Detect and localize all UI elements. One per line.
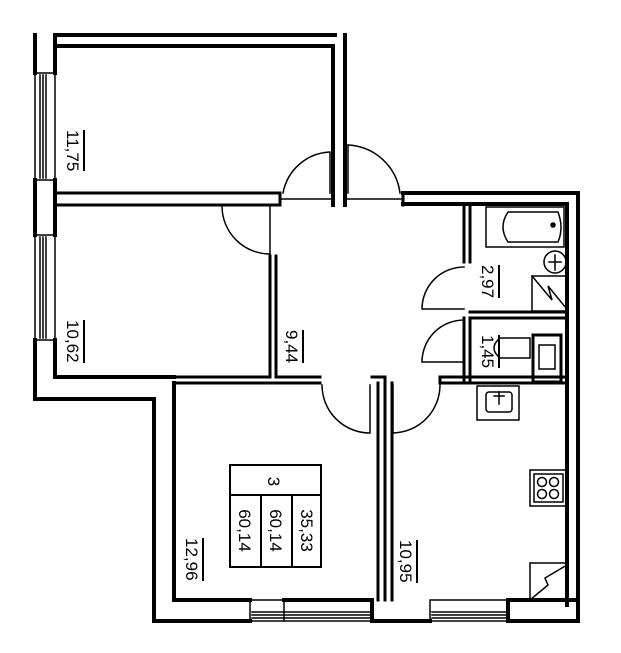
apartment-summary-table: 3 60,14 60,14 35,33 <box>229 464 322 568</box>
summary-room-count: 3 <box>264 476 284 487</box>
sink-icon <box>543 250 567 274</box>
kitchen-sink-icon <box>476 385 520 421</box>
area-label-bathroom: 2,97 <box>478 265 500 299</box>
summary-cell-2: 60,14 <box>262 496 293 568</box>
doors <box>221 144 465 434</box>
summary-value-2: 60,14 <box>265 509 285 552</box>
area-label-living-room: 12,96 <box>182 538 204 581</box>
toilet-icon <box>493 337 531 359</box>
bathtub-icon <box>485 206 565 248</box>
stove-icon <box>529 469 568 507</box>
summary-value-3: 35,33 <box>296 509 316 552</box>
summary-cell-3: 35,33 <box>293 496 324 568</box>
area-label-hallway: 9,44 <box>282 330 304 364</box>
summary-cell-1: 60,14 <box>231 496 262 568</box>
windows <box>34 72 509 622</box>
area-label-bedroom-top: 11,75 <box>63 130 85 172</box>
summary-value-1: 60,14 <box>234 509 254 552</box>
area-label-kitchen: 10,95 <box>396 540 418 583</box>
fixtures <box>476 206 569 602</box>
summary-room-count-cell: 3 <box>231 466 320 496</box>
area-label-toilet: 1,45 <box>478 335 500 369</box>
internal-walls <box>53 191 569 602</box>
area-label-bedroom-middle: 10,62 <box>63 320 85 363</box>
